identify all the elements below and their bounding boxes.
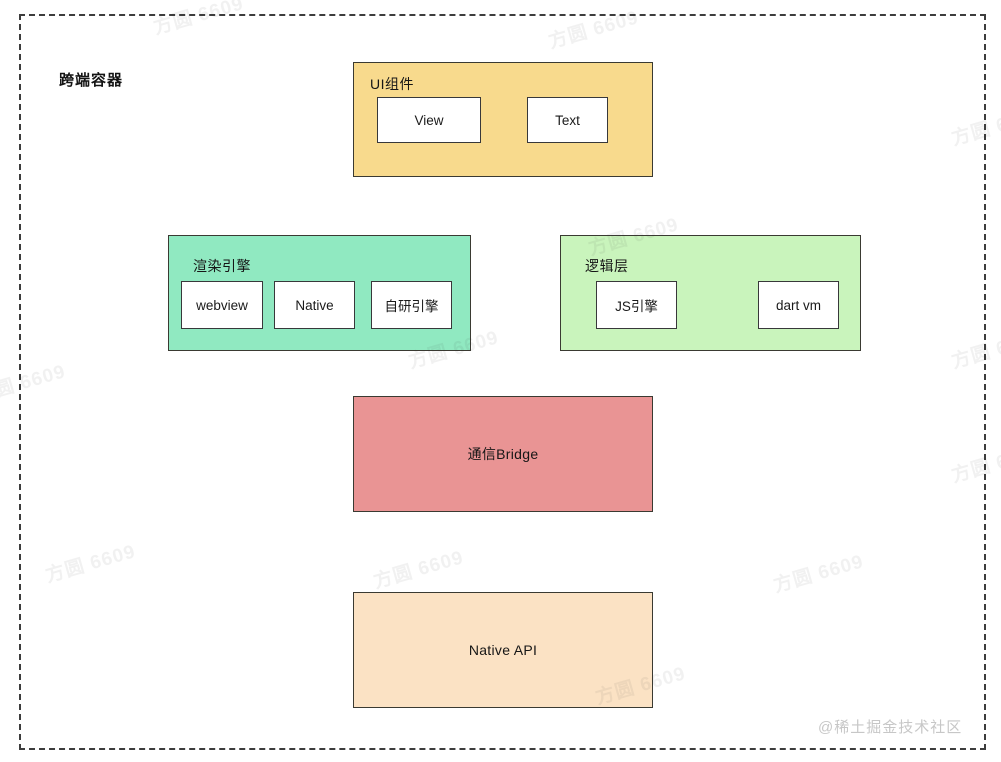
dashed-frame: [19, 14, 986, 750]
node-dart-vm: dart vm: [758, 281, 839, 329]
node-text: Text: [527, 97, 608, 143]
node-native-render: Native: [274, 281, 355, 329]
group-label: Native API: [468, 642, 538, 658]
node-view: View: [377, 97, 481, 143]
group-ui-components: UI组件 View Text: [353, 62, 653, 177]
group-render-engine: 渲染引擎 webview Native 自研引擎: [168, 235, 471, 351]
node-label: Native: [295, 297, 334, 313]
node-label: dart vm: [775, 297, 821, 313]
diagram-title: 跨端容器: [59, 72, 124, 89]
community-credit: @稀土掘金技术社区: [818, 719, 963, 736]
group-logic-layer: 逻辑层 JS引擎 dart vm: [560, 235, 861, 351]
group-native-api: Native API: [353, 592, 653, 708]
group-label: 逻辑层: [585, 258, 629, 274]
group-label: 通信Bridge: [467, 446, 539, 462]
node-label: View: [414, 112, 444, 128]
group-communication-bridge: 通信Bridge: [353, 396, 653, 512]
node-js-engine: JS引擎: [596, 281, 677, 329]
node-webview: webview: [181, 281, 263, 329]
node-label: Text: [555, 112, 580, 128]
node-label: webview: [196, 297, 248, 313]
node-label: 自研引擎: [384, 299, 439, 314]
node-custom-engine: 自研引擎: [371, 281, 452, 329]
node-label: JS引擎: [615, 299, 658, 314]
group-label: UI组件: [370, 76, 414, 92]
group-label: 渲染引擎: [193, 258, 251, 274]
